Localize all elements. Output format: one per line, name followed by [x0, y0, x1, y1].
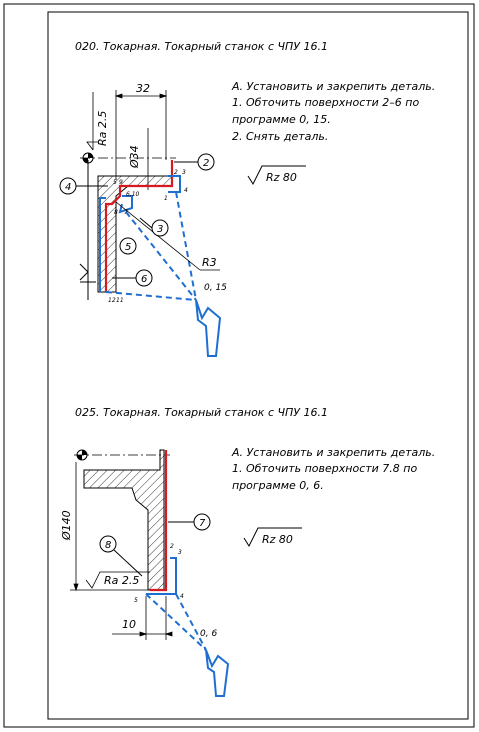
- svg-text:4: 4: [180, 593, 184, 600]
- op1-balloon-4: 4: [65, 182, 71, 193]
- op1-step-2: 2. Снять деталь.: [232, 130, 328, 143]
- op1-tool-path: [99, 175, 222, 357]
- svg-text:12: 12: [108, 297, 116, 304]
- op1-balloon-5: 5: [125, 242, 131, 253]
- op2-ra-label: Ra 2.5: [104, 574, 139, 587]
- svg-text:3: 3: [182, 169, 186, 176]
- op1-roughness-label: Rz 80: [266, 171, 297, 184]
- op2-dia-dim: [70, 462, 148, 592]
- op2-point-labels: 2 3 5 4: [134, 543, 184, 604]
- op2-title: 025. Токарная. Токарный станок с ЧПУ 16.…: [75, 406, 328, 419]
- op1-instructions: А. Установить и закрепить деталь. 1. Обт…: [231, 80, 435, 143]
- op1-radius-label: R3: [202, 256, 217, 269]
- op1-dim-32-label: 32: [136, 82, 150, 95]
- op1-ra-symbol: [86, 92, 99, 151]
- op1-balloon-2: 2: [203, 158, 209, 169]
- sheet-inner-frame: [47, 11, 469, 720]
- op2-part-section: [83, 449, 165, 591]
- op2-step-1b: программе 0, 6.: [232, 479, 324, 492]
- op1-ra-label: Ra 2.5: [96, 111, 109, 146]
- svg-text:8: 8: [114, 209, 118, 216]
- op1-balloons: [59, 153, 215, 287]
- op2-step-a: А. Установить и закрепить деталь.: [231, 446, 435, 459]
- op2-center-mark: [74, 449, 170, 461]
- svg-text:5: 5: [113, 179, 117, 186]
- op2-roughness-symbol: Rz 80: [243, 527, 302, 548]
- op1-dia-label: Ø34: [128, 145, 141, 169]
- op1-step-1: 1. Обточить поверхности 2–6 по: [232, 96, 419, 109]
- op2-dim-10: [112, 596, 173, 640]
- op2-tool-path: [145, 557, 230, 697]
- svg-text:7: 7: [124, 209, 128, 216]
- op1-roughness-symbol: Rz 80: [247, 165, 306, 186]
- op2-step-1: 1. Обточить поверхности 7.8 по: [232, 462, 417, 475]
- svg-text:3: 3: [178, 549, 182, 556]
- op2-ra-symbol: [85, 571, 150, 589]
- svg-text:9: 9: [119, 179, 123, 186]
- op1-title: 020. Токарная. Токарный станок с ЧПУ 16.…: [75, 40, 328, 53]
- op2-machined-contour: [150, 450, 168, 592]
- op2-offset-label: 0, 6: [200, 629, 217, 639]
- op2-balloon-8: 8: [105, 540, 111, 551]
- op1-point-labels: 5 9 2 3 6,10 1 4 7 8 12 11: [108, 169, 188, 304]
- sheet-frame: [3, 3, 475, 728]
- svg-text:4: 4: [184, 187, 188, 194]
- op1-balloon-3: 3: [157, 224, 163, 235]
- svg-text:5: 5: [134, 597, 138, 604]
- op1-balloon-6: 6: [141, 274, 147, 285]
- op2-balloons: [99, 513, 211, 577]
- op2-roughness-label: Rz 80: [262, 533, 293, 546]
- op1-offset-label: 0, 15: [204, 283, 227, 293]
- op2-instructions: А. Установить и закрепить деталь. 1. Обт…: [231, 446, 435, 492]
- svg-text:11: 11: [116, 297, 124, 304]
- svg-text:6,10: 6,10: [126, 191, 140, 198]
- op1-center-mark: [80, 152, 176, 164]
- op2-dim-10-label: 10: [122, 618, 136, 631]
- svg-text:2: 2: [170, 543, 174, 550]
- op1-dim-32: [114, 90, 168, 180]
- op1-step-1b: программе 0, 15.: [232, 113, 331, 126]
- op2-dia-label: Ø140: [60, 510, 73, 541]
- svg-text:1: 1: [164, 195, 168, 202]
- op2-balloon-7: 7: [199, 518, 206, 529]
- svg-text:2: 2: [174, 169, 178, 176]
- op1-machined-contour: [104, 160, 174, 292]
- op1-step-a: А. Установить и закрепить деталь.: [231, 80, 435, 93]
